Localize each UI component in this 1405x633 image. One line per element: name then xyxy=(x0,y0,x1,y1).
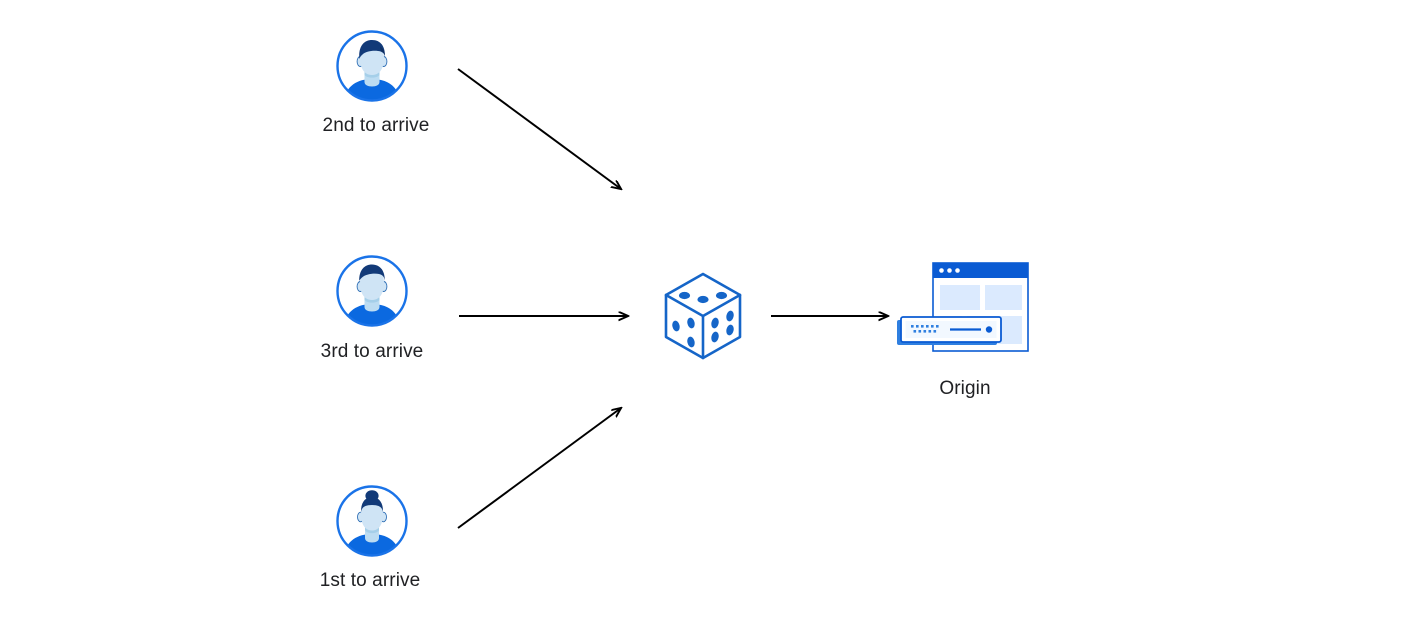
server-device xyxy=(897,316,1002,345)
origin-server-icon xyxy=(893,258,1038,358)
user-avatar-icon xyxy=(334,483,410,559)
origin-node[interactable]: Origin xyxy=(893,258,1038,399)
client-label-middle: 3rd to arrive xyxy=(320,341,424,362)
dice-icon xyxy=(660,270,746,362)
user-avatar-icon xyxy=(334,253,410,329)
user-avatar-icon xyxy=(334,28,410,104)
origin-label: Origin xyxy=(939,378,991,399)
dice-node[interactable] xyxy=(660,270,746,362)
client-label-top: 2nd to arrive xyxy=(322,115,430,136)
client-label-bottom: 1st to arrive xyxy=(319,570,421,591)
arrow-bottom-to-dice xyxy=(457,408,621,529)
